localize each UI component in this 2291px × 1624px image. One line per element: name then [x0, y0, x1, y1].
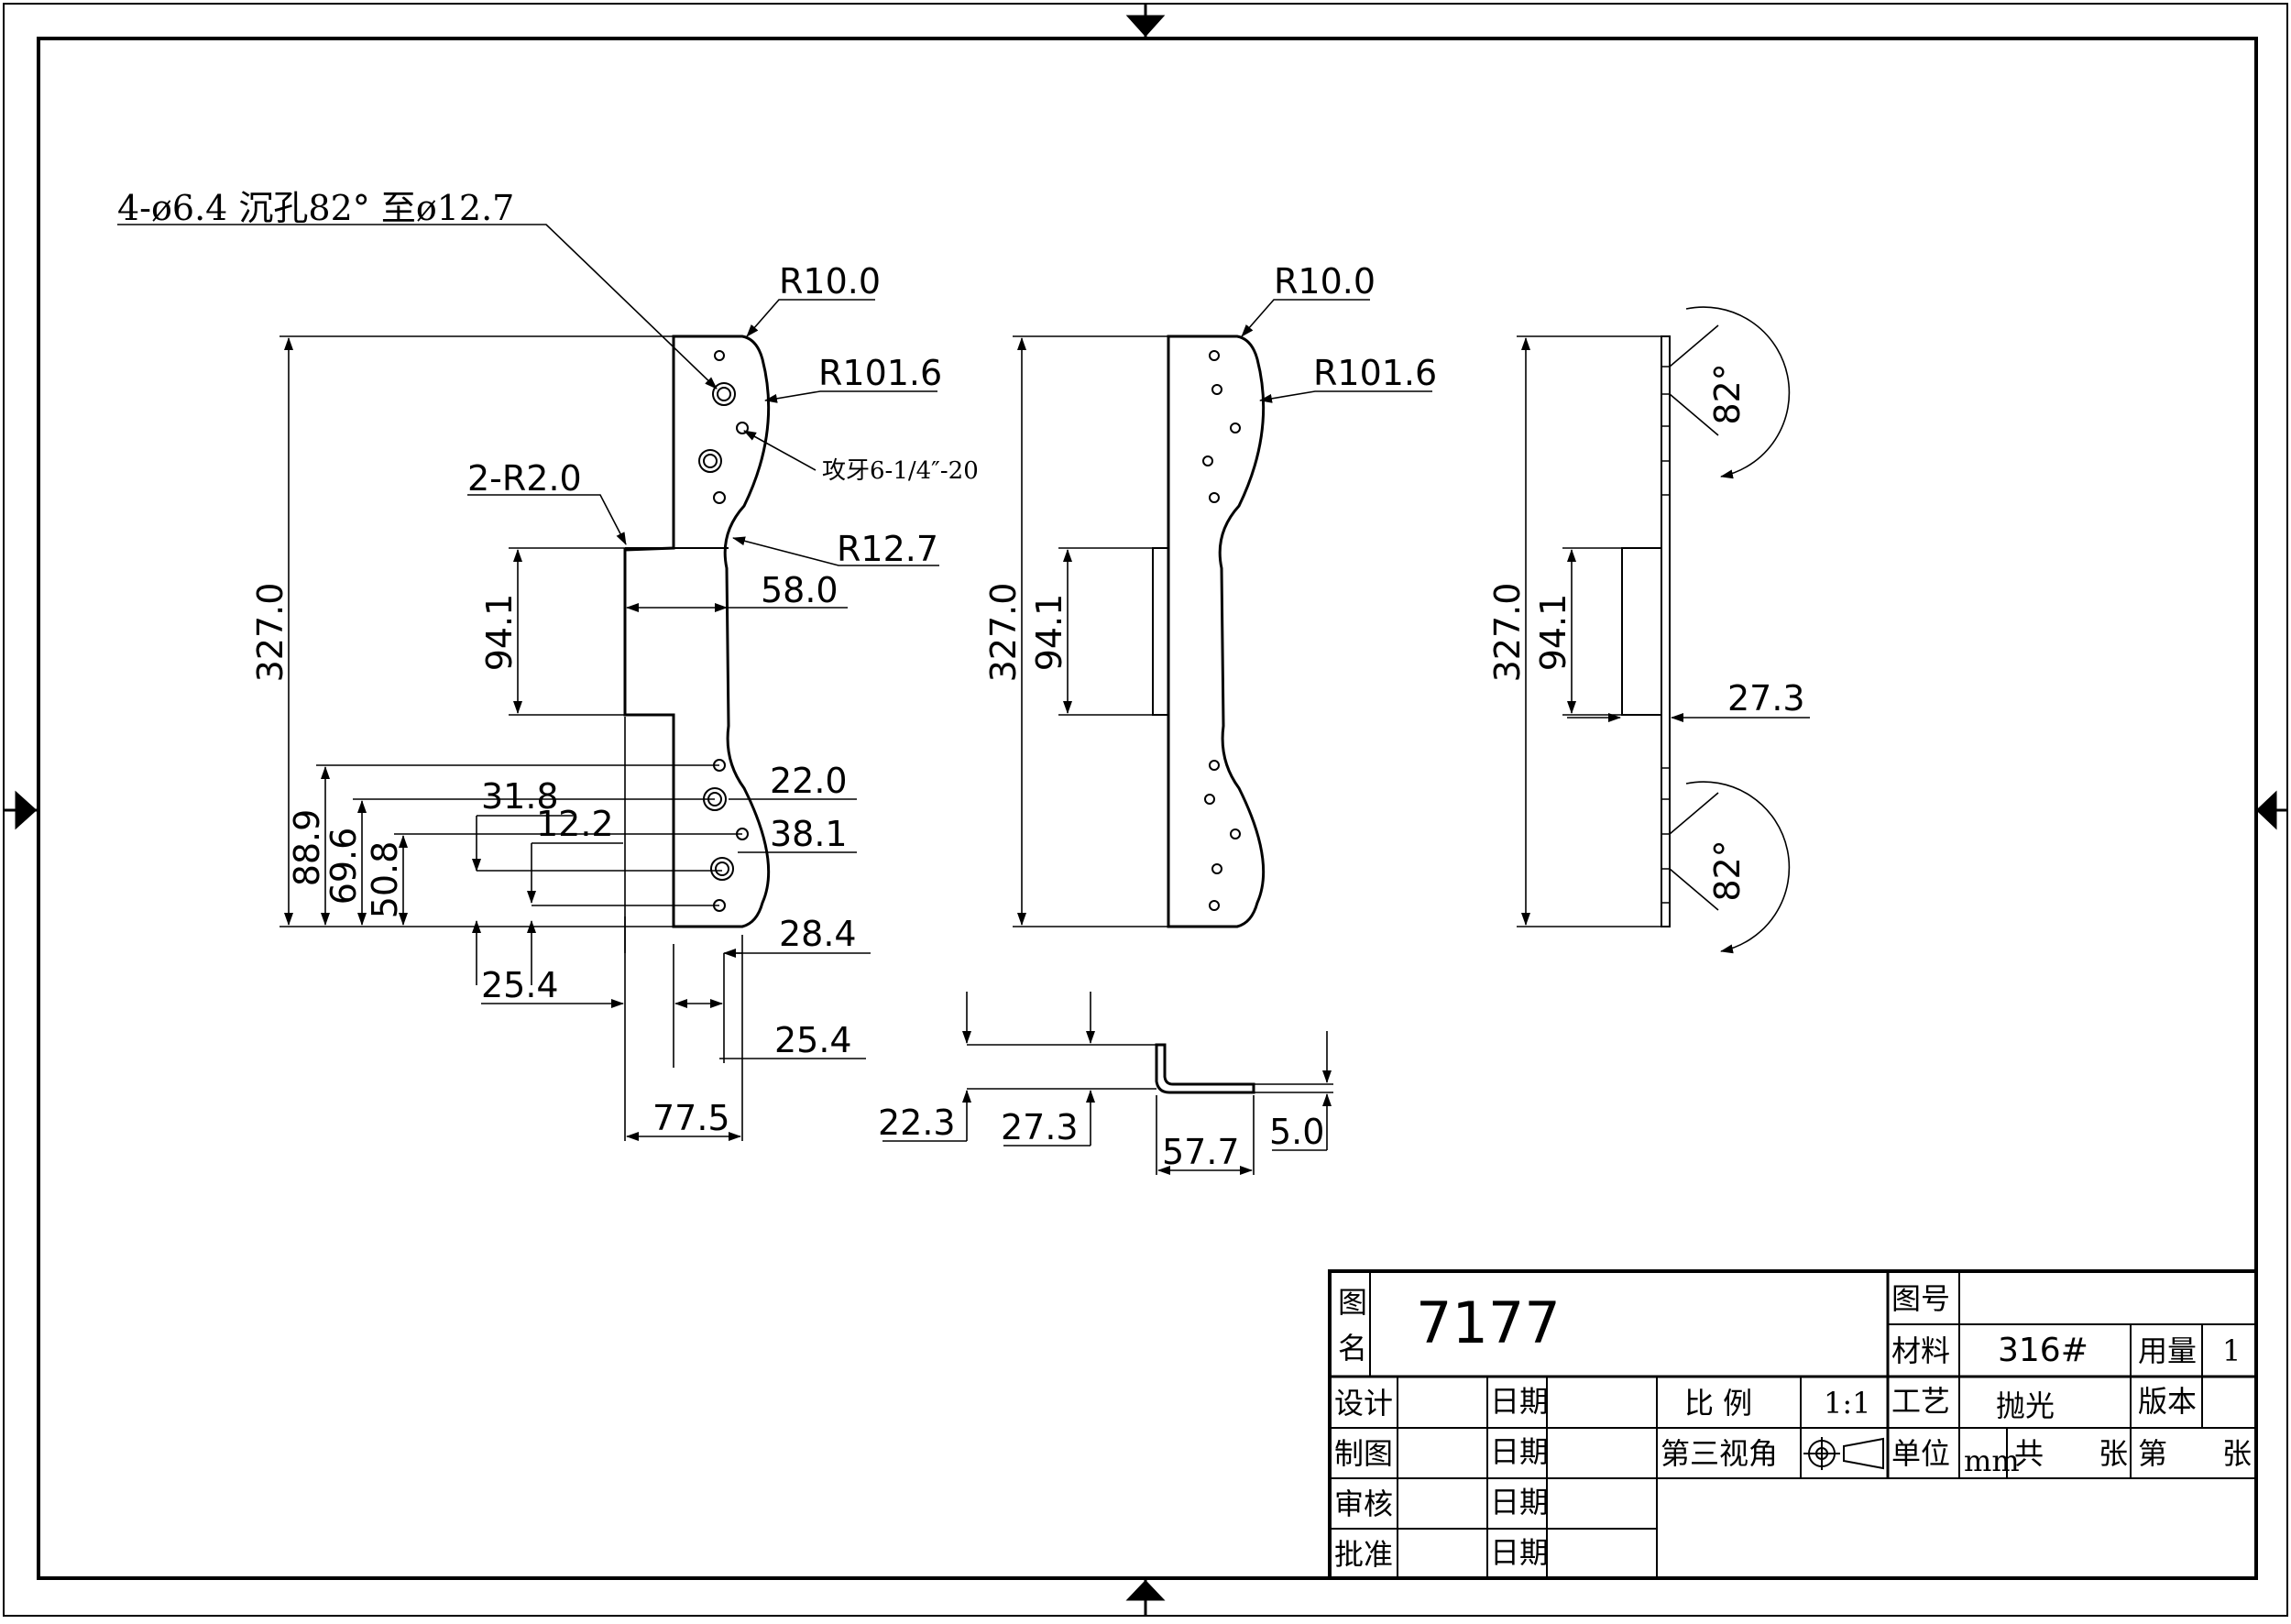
front-r-corner: 2-R2.0	[467, 458, 582, 499]
front-view: 4-ø6.4 沉孔82° 至ø12.7 R10.0 R101.6 攻牙6-1/4…	[117, 188, 979, 1141]
tap-note: 攻牙6-1/4″-20	[822, 457, 979, 485]
tb-total-label: 共	[2014, 1436, 2044, 1471]
dim-57-7: 57.7	[1162, 1132, 1240, 1172]
tb-process-label: 工艺	[1891, 1384, 1950, 1419]
tb-process: 抛光	[1996, 1388, 2055, 1423]
side-view: 327.0 94.1 27.3 82° 82°	[1487, 306, 1810, 954]
dim-88-9: 88.9	[287, 809, 327, 887]
dim-50-8: 50.8	[365, 841, 405, 919]
tb-design-label: 设计	[1334, 1386, 1393, 1421]
front-holes	[698, 350, 749, 912]
dim-25-4-left: 25.4	[481, 965, 559, 1005]
bottom-part-outline	[1155, 1043, 1255, 1094]
front-dimension-texts: 4-ø6.4 沉孔82° 至ø12.7 R10.0 R101.6 攻牙6-1/4…	[117, 188, 979, 1138]
middle-view: R10.0 R101.6 327.0 94.1	[983, 261, 1437, 928]
tb-approve-label: 批准	[1334, 1537, 1393, 1572]
front-r-notch: R12.7	[837, 529, 938, 569]
third-angle-projection-icon	[1803, 1437, 1884, 1470]
front-r-top: R10.0	[779, 261, 881, 302]
dim-28-4: 28.4	[779, 914, 857, 954]
tb-version-label: 版本	[2138, 1384, 2197, 1419]
tb-material-label: 材料	[1891, 1333, 1950, 1368]
tb-quantity-label: 用量	[2138, 1333, 2197, 1368]
middle-r-top: R10.0	[1274, 261, 1376, 302]
bottom-view: 22.3 27.3 57.7 5.0	[878, 992, 1333, 1175]
middle-dimension-lines	[1013, 299, 1432, 927]
front-width-mid: 58.0	[761, 570, 839, 610]
middle-notch-height: 94.1	[1029, 594, 1069, 672]
dim-25-4-right: 25.4	[774, 1020, 852, 1060]
middle-part-outline	[1167, 335, 1266, 928]
side-depth: 27.3	[1727, 678, 1805, 719]
side-angle-bottom: 82°	[1707, 839, 1748, 901]
tb-scale-label: 比 例	[1684, 1386, 1752, 1421]
front-notch-height: 94.1	[479, 594, 520, 672]
front-part-outline	[623, 335, 771, 928]
tb-drawing-name: 7177	[1416, 1289, 1561, 1356]
bottom-dimension-texts: 22.3 27.3 57.7 5.0	[878, 1103, 1324, 1172]
side-plate	[1661, 335, 1671, 927]
tb-name-label-2: 名	[1338, 1331, 1367, 1366]
sheet-frame	[3, 3, 2288, 1617]
tb-unit: mm	[1964, 1443, 2020, 1478]
front-height: 327.0	[250, 583, 290, 683]
tb-date-label-3: 日期	[1490, 1485, 1549, 1520]
tb-projection-label: 第三视角	[1661, 1436, 1778, 1471]
hole-note: 4-ø6.4 沉孔82° 至ø12.7	[117, 188, 514, 228]
side-notch-height: 94.1	[1533, 594, 1573, 672]
dim-77-5: 77.5	[652, 1098, 730, 1138]
dim-22-3: 22.3	[878, 1103, 956, 1143]
front-dimension-lines	[117, 224, 939, 1141]
tb-date-label-1: 日期	[1490, 1384, 1549, 1419]
side-dimension-lines	[1517, 306, 1810, 954]
dim-12-2: 12.2	[536, 804, 614, 844]
tb-quantity: 1	[2222, 1333, 2241, 1368]
front-r-outer: R101.6	[818, 353, 942, 393]
side-angle-top: 82°	[1707, 363, 1748, 424]
side-countersinks	[1661, 366, 1670, 904]
dim-22-0: 22.0	[770, 761, 848, 801]
tb-unit-label: 单位	[1891, 1436, 1950, 1471]
tb-sheet-suffix: 张	[2222, 1436, 2252, 1471]
middle-r-outer: R101.6	[1313, 353, 1437, 393]
centering-marks	[4, 4, 2287, 1616]
tb-material: 316#	[1998, 1332, 2088, 1369]
dim-5-0: 5.0	[1269, 1112, 1324, 1152]
side-height: 327.0	[1487, 583, 1528, 683]
middle-holes	[1202, 350, 1241, 911]
bottom-dimension-lines	[882, 992, 1333, 1175]
tb-sheets-label: 张	[2099, 1436, 2128, 1471]
dim-31-8: 31.8	[481, 776, 559, 817]
tb-scale: 1:1	[1824, 1386, 1871, 1421]
tb-check-label: 审核	[1334, 1487, 1393, 1521]
title-block: 图 名 7177 图号 材料 316# 用量 1 设计 制图 审核 批准 日期 …	[1328, 1269, 2258, 1580]
tb-name-label-1: 图	[1338, 1285, 1367, 1320]
tb-date-label-4: 日期	[1490, 1535, 1549, 1570]
side-dimension-texts: 327.0 94.1 27.3 82° 82°	[1487, 363, 1805, 901]
dim-27-3: 27.3	[1001, 1107, 1079, 1147]
middle-dimension-texts: R10.0 R101.6 327.0 94.1	[983, 261, 1437, 682]
tb-draw-label: 制图	[1334, 1436, 1393, 1471]
dim-69-6: 69.6	[323, 828, 364, 905]
tb-drawing-no-label: 图号	[1891, 1281, 1950, 1316]
dim-38-1: 38.1	[770, 814, 848, 854]
middle-height: 327.0	[983, 583, 1024, 683]
tb-sheet-label: 第	[2138, 1436, 2167, 1471]
tb-date-label-2: 日期	[1490, 1434, 1549, 1469]
